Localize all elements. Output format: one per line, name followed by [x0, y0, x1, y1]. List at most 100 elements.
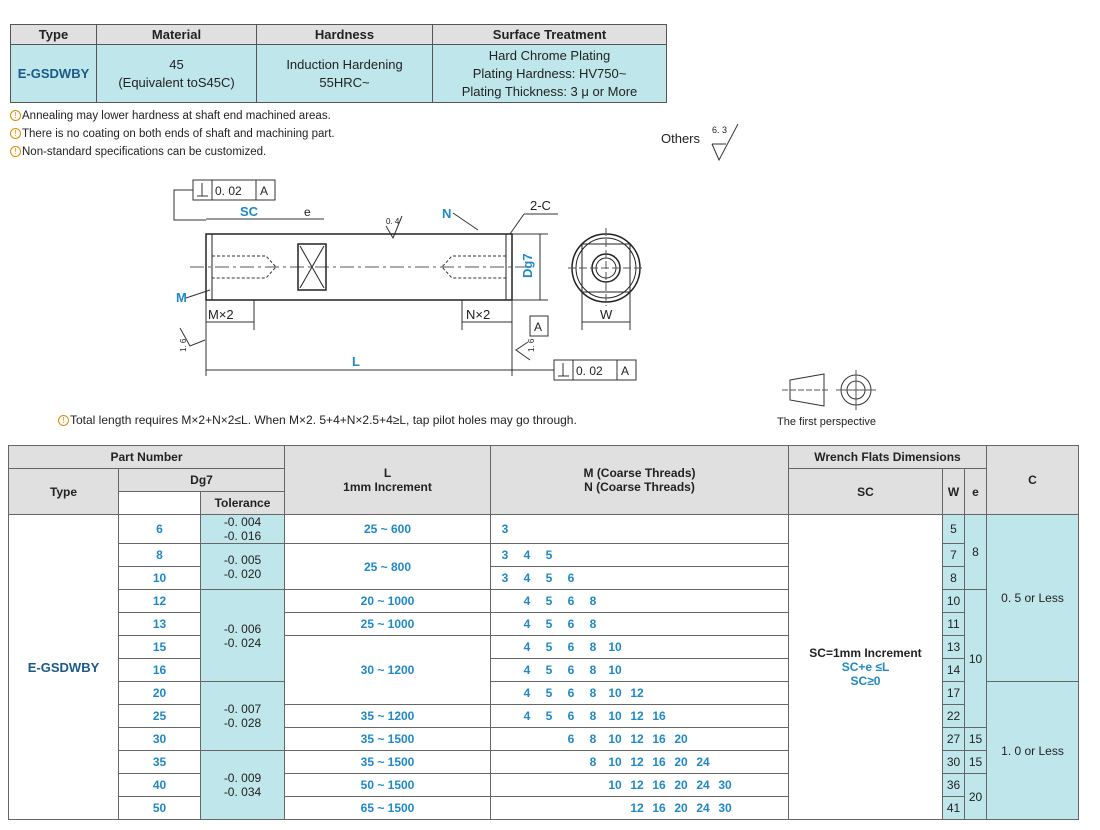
thread-size: 6	[567, 663, 575, 677]
thread-size: 24	[696, 755, 710, 769]
tol-top-datum: A	[260, 184, 268, 198]
thread-size: 10	[608, 732, 622, 746]
thread-size: 4	[523, 548, 531, 562]
material-line: (Equivalent toS45C)	[118, 74, 235, 90]
header-n-text: N (Coarse Threads)	[584, 480, 695, 494]
w-cell: 36	[942, 773, 965, 797]
length-cell: 35 ~ 1500	[284, 727, 491, 751]
thread-size: 16	[652, 732, 666, 746]
others-label: Others	[661, 131, 701, 146]
sc-line: SC=1mm Increment	[809, 646, 922, 660]
tolerance-value: -0. 007	[223, 702, 262, 716]
note-text: Annealing may lower hardness at shaft en…	[22, 110, 331, 122]
e-cell: 20	[964, 773, 987, 820]
header-m-text: M (Coarse Threads)	[583, 466, 696, 480]
thread-size: 4	[523, 686, 531, 700]
tolerance-value: -0. 009	[223, 771, 262, 785]
thread-size: 6	[567, 732, 575, 746]
w-cell: 13	[942, 635, 965, 659]
thread-size: 8	[589, 709, 597, 723]
tolerance-value: -0. 006	[223, 621, 262, 636]
dg7-cell: 16	[118, 658, 201, 682]
thread-size: 10	[608, 686, 622, 700]
technical-drawing: 6. 3 0. 02 A SC e 0. 4 N 2-C Dg7 M	[173, 123, 876, 428]
thread-size: 12	[630, 801, 644, 815]
thread-size: 10	[608, 755, 622, 769]
sc-line: SC≥0	[850, 674, 881, 688]
thread-size: 10	[608, 709, 622, 723]
note-text: Non-standard specifications can be custo…	[22, 146, 267, 158]
w-cell: 11	[942, 612, 965, 636]
dg7-cell: 25	[118, 704, 201, 728]
thread-size: 4	[523, 640, 531, 654]
length-cell: 25 ~ 600	[284, 514, 491, 544]
note-coating: !There is no coating on both ends of sha…	[10, 128, 335, 140]
header-tolerance: Tolerance	[200, 491, 285, 515]
tolerance-cell: -0. 005-0. 020	[200, 543, 285, 590]
note-icon: !	[10, 146, 21, 157]
length-note: !Total length requires M×2+N×2≤L. When M…	[58, 413, 577, 427]
thread-size: 8	[589, 617, 597, 631]
thread-size: 3	[501, 548, 509, 562]
thread-size: 3	[501, 571, 509, 585]
c-cell: 1. 0 or Less	[986, 681, 1079, 820]
roughness-symbol-icon: 6. 3	[711, 123, 739, 162]
sc-label: SC	[240, 204, 259, 219]
length-cell: 25 ~ 800	[284, 543, 491, 590]
datum-a: A	[534, 320, 542, 334]
spec-hardness: Induction Hardening 55HRC~	[256, 44, 433, 103]
roughness-16-left: 1. 6	[179, 338, 188, 352]
thread-size: 5	[545, 686, 553, 700]
w-cell: 30	[942, 750, 965, 774]
header-mn: M (Coarse Threads)N (Coarse Threads)	[490, 445, 789, 515]
header-type: Type	[8, 468, 119, 515]
dg7-cell: 20	[118, 681, 201, 705]
thread-size: 5	[545, 663, 553, 677]
thread-size: 4	[523, 709, 531, 723]
thread-size: 12	[630, 778, 644, 792]
thread-size: 10	[608, 640, 622, 654]
thread-size: 8	[589, 663, 597, 677]
thread-size: 20	[674, 755, 688, 769]
perspective-label: The first perspective	[777, 416, 876, 428]
header-l-sub: 1mm Increment	[343, 480, 432, 494]
thread-size: 30	[718, 778, 732, 792]
dg7-cell: 15	[118, 635, 201, 659]
spec-table: Type Material Hardness Surface Treatment…	[10, 24, 667, 103]
thread-size: 8	[589, 594, 597, 608]
n-label: N	[442, 206, 451, 221]
w-cell: 10	[942, 589, 965, 613]
first-perspective-icon	[782, 370, 876, 410]
w-cell: 8	[942, 566, 965, 590]
dg7-cell: 30	[118, 727, 201, 751]
header-l-text: L	[383, 466, 392, 480]
e-cell: 8	[964, 514, 987, 590]
thread-size: 5	[545, 571, 553, 585]
note-icon: !	[58, 415, 69, 426]
tol-box-top: 0. 02 A	[173, 179, 276, 221]
thread-size: 6	[567, 686, 575, 700]
dg7-cell: 10	[118, 566, 201, 590]
dg7-cell: 6	[118, 514, 201, 544]
length-cell: 35 ~ 1200	[284, 704, 491, 728]
thread-size: 5	[545, 548, 553, 562]
w-cell: 22	[942, 704, 965, 728]
w-cell: 41	[942, 796, 965, 820]
thread-size: 4	[523, 571, 531, 585]
tolerance-cell: -0. 007-0. 028	[200, 681, 285, 751]
thread-size: 12	[630, 709, 644, 723]
thread-cell: 3	[490, 514, 789, 544]
length-cell: 35 ~ 1500	[284, 750, 491, 774]
